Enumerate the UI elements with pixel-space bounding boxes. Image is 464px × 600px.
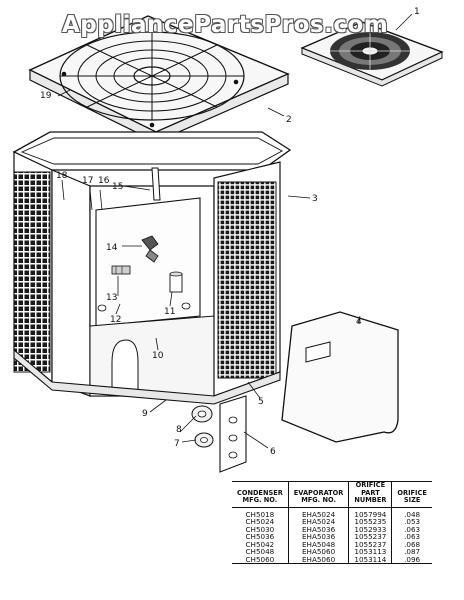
callout-14: 14 <box>106 243 118 253</box>
right-coil-part-3 <box>217 181 277 379</box>
callout-13: 13 <box>106 293 117 303</box>
callout-1: 1 <box>414 7 420 17</box>
condenser-cabinet <box>12 131 292 405</box>
bracket-part-6 <box>219 395 247 473</box>
callout-2: 2 <box>286 115 292 125</box>
left-coil <box>13 171 51 373</box>
washer-part-7 <box>194 432 214 448</box>
callout-12: 12 <box>110 315 121 325</box>
header-evaporator: EVAPORATOR MFG. NO. <box>287 481 349 508</box>
callout-9: 9 <box>142 409 148 419</box>
top-cover-part-2 <box>28 15 290 143</box>
access-panel-part-4 <box>281 311 399 443</box>
callout-7: 7 <box>174 439 180 449</box>
callout-15: 15 <box>112 182 123 192</box>
callout-10: 10 <box>152 351 164 361</box>
callout-18: 18 <box>56 171 68 181</box>
washer-part-8 <box>191 405 213 423</box>
callout-6: 6 <box>270 447 276 457</box>
orifice-table: CONDENSER MFG. NO. EVAPORATOR MFG. NO. O… <box>232 481 432 564</box>
callout-5: 5 <box>258 397 264 407</box>
callout-labels: 1 2 3 4 5 6 7 8 9 10 11 12 13 14 15 16 1… <box>40 7 420 457</box>
relay-part-14 <box>141 235 159 263</box>
fan-guard-part-19 <box>59 31 245 128</box>
callout-4: 4 <box>356 317 362 327</box>
header-orifice-size: ORIFICE SIZE <box>391 481 432 508</box>
callout-3: 3 <box>312 194 318 204</box>
watermark-text: AppliancePartsPros.com <box>62 12 389 38</box>
callout-8: 8 <box>176 425 182 435</box>
callout-11: 11 <box>164 307 175 317</box>
callout-16: 16 <box>98 176 110 186</box>
terminal-part-13 <box>111 265 131 275</box>
header-condenser: CONDENSER MFG. NO. <box>232 481 289 508</box>
header-orifice-part: ORIFICE PART NUMBER <box>348 481 392 508</box>
table-header-row: CONDENSER MFG. NO. EVAPORATOR MFG. NO. O… <box>232 481 432 508</box>
capacitor-part-11 <box>169 271 183 293</box>
callout-19: 19 <box>40 91 52 101</box>
callout-17: 17 <box>82 176 93 186</box>
leader-lines <box>57 13 413 449</box>
grille-part-1 <box>300 21 444 87</box>
